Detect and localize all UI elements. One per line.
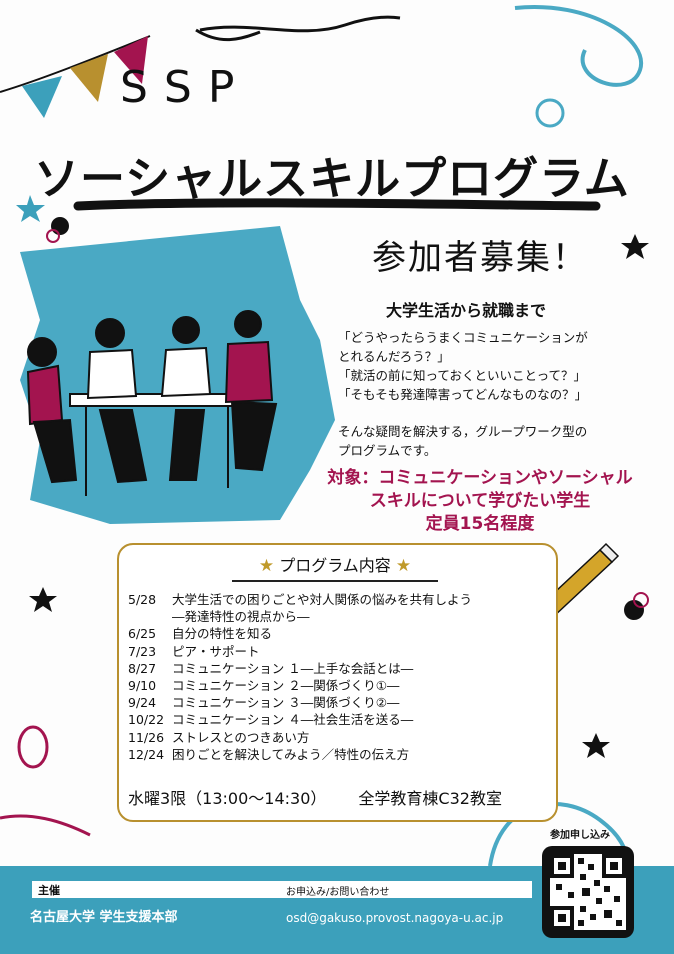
program-title: ★ プログラム内容 ★ <box>155 552 515 576</box>
schedule-topic: コミュニケーション ２―関係づくり①― <box>172 678 400 694</box>
intro-quotes: 「どうやったらうまくコミュニケーションが とれるんだろう？」 「就活の前に知って… <box>338 328 588 404</box>
schedule-date: 12/24 <box>128 746 165 762</box>
list-item: 12/24 困りごとを解決してみよう／特性の伝え方 <box>128 746 472 763</box>
recruit-heading: 参加者募集！ <box>372 238 588 278</box>
bunting-flag-magenta <box>114 36 148 84</box>
schedule-topic: 困りごとを解決してみよう／特性の伝え方 <box>172 746 410 762</box>
schedule-topic: 自分の特性を知る <box>172 626 273 642</box>
apply-label: 参加申し込み <box>550 830 610 841</box>
list-item: 6/25 自分の特性を知る <box>128 625 472 642</box>
bunting-flag-gold <box>70 54 108 102</box>
schedule-date: 6/25 <box>128 626 157 642</box>
schedule-date: 10/22 <box>128 712 165 728</box>
schedule-date: 5/28 <box>128 592 157 607</box>
bunting-flag-blue <box>22 76 62 118</box>
qr-icon <box>550 854 626 930</box>
decorative-ring-blue <box>535 98 565 128</box>
program-time-place: 水曜3限（13:00～14:30） 全学教育棟C32教室 <box>128 785 502 809</box>
schedule-date: 8/27 <box>128 660 157 676</box>
schedule-topic: 大学生活での困りごとや対人関係の悩みを共有しよう <box>172 592 473 607</box>
list-item: 10/22 コミュニケーション ４―社会生活を送る― <box>128 711 472 728</box>
ssp-label: SSP <box>120 62 251 113</box>
target-audience: 対象：コミュニケーションやソーシャル スキルについて学びたい学生 定員15名程度 <box>300 467 660 536</box>
schedule-date: 11/26 <box>128 729 165 745</box>
schedule-topic: ストレスとのつきあい方 <box>172 729 310 745</box>
list-item: 9/10 コミュニケーション ２―関係づくり①― <box>128 677 472 694</box>
schedule-date: 9/24 <box>128 695 157 711</box>
quote-line: 「就活の前に知っておくといいことって？」 <box>338 368 587 383</box>
decorative-curve-top-right <box>514 4 644 87</box>
quote-line: 「どうやったらうまくコミュニケーションが <box>338 330 588 345</box>
schedule-topic: ピア・サポート <box>172 643 260 659</box>
intro-subhead: 大学生活から就職まで <box>386 301 547 320</box>
list-item: 7/23 ピア・サポート <box>128 643 472 660</box>
program-title-underline <box>232 580 438 582</box>
star-icon: ★ <box>258 556 275 576</box>
list-item: 11/26 ストレスとのつきあい方 <box>128 729 472 746</box>
contact-label: お申込み/お問い合わせ <box>286 887 390 898</box>
schedule-date: 7/23 <box>128 643 157 659</box>
list-item: ―発達特性の視点から― <box>128 608 472 625</box>
brush-stroke <box>73 198 601 211</box>
schedule-list: 5/28 大学生活での困りごとや対人関係の悩みを共有しよう ―発達特性の視点から―… <box>128 591 472 763</box>
program-time: 水曜3限（13:00～14:30） <box>128 789 327 808</box>
students-illustration <box>26 310 278 496</box>
qr-code[interactable] <box>542 846 634 938</box>
program-title-text: プログラム内容 <box>279 556 391 575</box>
star-icon <box>621 234 649 259</box>
description-line: プログラムです。 <box>338 443 437 458</box>
qr-code-pattern <box>550 854 626 930</box>
quote-line: とれるんだろう？」 <box>338 349 450 364</box>
program-place: 全学教育棟C32教室 <box>358 789 502 808</box>
target-line-2: スキルについて学びたい学生 <box>369 491 591 511</box>
star-icon <box>29 587 57 612</box>
decorative-scribble-top <box>199 15 401 33</box>
list-item: 9/24 コミュニケーション ３―関係づくり②― <box>128 694 472 711</box>
bunting-string <box>0 35 151 93</box>
quote-line: 「そもそも発達障害ってどんなものなの？」 <box>338 387 588 402</box>
host-label: 主催 <box>38 884 60 897</box>
page-title: ソーシャルスキルプログラム <box>34 152 630 205</box>
schedule-date: 9/10 <box>128 678 157 694</box>
decorative-dot-black <box>51 217 69 235</box>
list-item: 5/28 大学生活での困りごとや対人関係の悩みを共有しよう <box>128 591 472 608</box>
organizer-name: 名古屋大学 学生支援本部 <box>30 910 178 925</box>
star-icon <box>16 195 45 222</box>
schedule-topic: ―発達特性の視点から― <box>172 609 310 625</box>
schedule-topic: コミュニケーション ４―社会生活を送る― <box>172 712 414 728</box>
intro-description: そんな疑問を解決する，グループワーク型の プログラムです。 <box>338 422 587 460</box>
decorative-ring-magenta <box>17 725 49 769</box>
capacity: 定員15名程度 <box>425 514 535 534</box>
star-icon <box>582 733 610 758</box>
schedule-topic: コミュニケーション １―上手な会話とは― <box>172 660 414 676</box>
description-line: そんな疑問を解決する，グループワーク型の <box>338 424 588 439</box>
schedule-topic: コミュニケーション ３―関係づくり②― <box>172 695 400 711</box>
star-icon: ★ <box>395 556 412 576</box>
program-box <box>117 543 558 822</box>
list-item: 8/27 コミュニケーション １―上手な会話とは― <box>128 660 472 677</box>
footer-label-bar <box>32 881 532 898</box>
contact-email[interactable]: osd@gakuso.provost.nagoya-u.ac.jp <box>286 911 504 925</box>
target-line-1: 対象：コミュニケーションやソーシャル <box>327 468 633 488</box>
